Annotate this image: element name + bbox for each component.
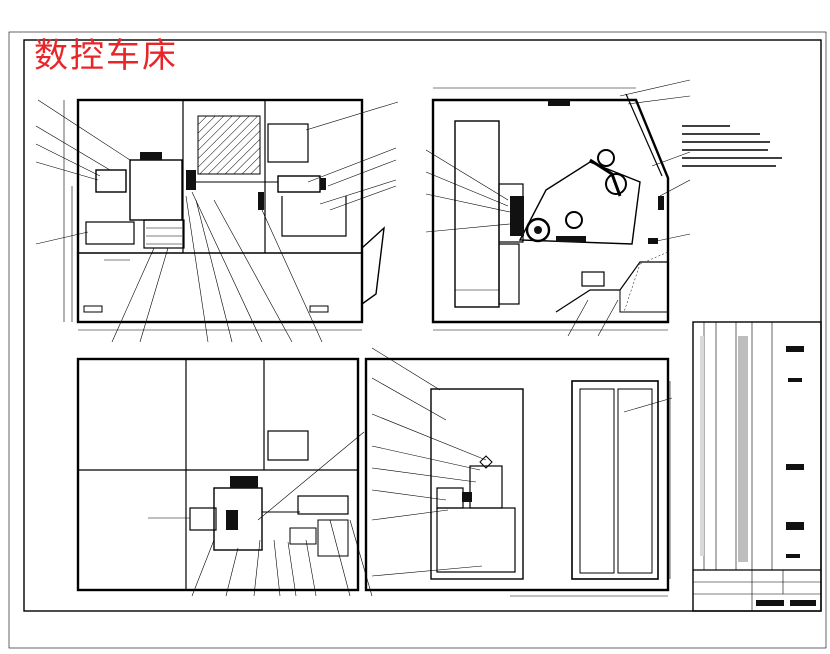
chip-door (361, 226, 385, 305)
rear-view-cabinet (76, 357, 360, 592)
side-electrical-cabinet (454, 120, 500, 308)
spindle-motor (95, 169, 127, 193)
front-view-cabinet (76, 98, 364, 324)
rear-door-panel (571, 380, 659, 580)
side-view-cabinet (431, 98, 670, 324)
front-window-glass (197, 115, 261, 175)
title-block (692, 321, 822, 612)
auxiliary-views (364, 347, 673, 597)
headstock (129, 159, 183, 221)
side-view (425, 79, 782, 337)
aux-frame (364, 357, 670, 592)
outer-sheet-border (8, 31, 827, 649)
rear-view (76, 357, 373, 597)
slant-bed (518, 161, 641, 245)
coolant-tank (469, 465, 503, 509)
drawing-title: 数控车床 (34, 36, 178, 76)
control-panel-screen (267, 123, 309, 163)
front-view (35, 98, 399, 343)
technical-notes (682, 125, 782, 167)
tailstock (277, 175, 321, 193)
chuck-circle (525, 217, 551, 243)
